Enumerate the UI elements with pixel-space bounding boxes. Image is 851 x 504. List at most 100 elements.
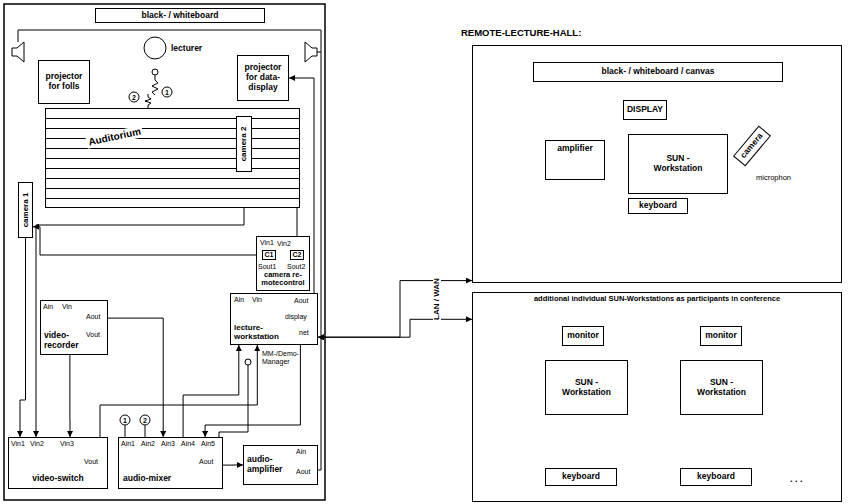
box-label: video-recorder: [44, 331, 87, 351]
box-label: camera re-motecontrol: [258, 271, 308, 288]
ellipsis-mark: . . .: [790, 475, 803, 484]
callout-number: 1: [165, 89, 169, 96]
equipment-box: keyboard: [680, 468, 752, 486]
box-label: C1: [265, 251, 274, 259]
pin-label: Vin1: [11, 440, 25, 447]
pin-label: Sout1: [258, 263, 276, 270]
person-circle: lecturer: [143, 36, 167, 60]
box-label: keyboard: [562, 472, 600, 482]
microphone-wire: [219, 365, 248, 437]
callout-circle: [140, 415, 150, 425]
pin-label: display: [285, 313, 307, 320]
signal-connector: [108, 318, 163, 437]
pin-label: Aout: [199, 458, 213, 465]
box-label: lecturer: [171, 44, 202, 54]
circle-outline: [143, 36, 167, 60]
equipment-box: camera 2: [236, 116, 252, 172]
box-label: camera: [739, 131, 766, 160]
callout-number: 1: [123, 417, 127, 424]
pin-label: Ain: [234, 296, 244, 303]
microphone-label: microphon: [756, 174, 791, 182]
manager-label: MM-/Demo-Manager: [262, 350, 296, 366]
box-label: projector for folls: [41, 72, 87, 92]
box-label: audio-mixer: [123, 474, 171, 484]
pin-label: Vin2: [30, 440, 44, 447]
box-label: video-switch: [32, 474, 83, 484]
box-label: black- / whiteboard: [142, 11, 219, 21]
pin-label: Aout: [86, 313, 100, 320]
microphone-wire: [145, 94, 151, 109]
signal-connector: [183, 345, 239, 437]
callout-circle: [129, 92, 139, 102]
equipment-box: SUN - Workstation: [545, 360, 628, 415]
pin-label: Vout: [86, 331, 100, 338]
pin-label: Ain3: [161, 440, 175, 447]
pin-label: Vin: [252, 296, 262, 303]
box-label: SUN - Workstation: [561, 378, 612, 398]
equipment-box: projector for folls: [38, 60, 90, 104]
equipment-box: camera: [733, 126, 771, 167]
signal-connector: [100, 345, 257, 437]
signal-connector: [69, 355, 70, 437]
callout-number: 2: [132, 94, 136, 101]
pin-label: Sout2: [287, 263, 305, 270]
panel-heading: REMOTE-LECTURE-HALL:: [461, 28, 581, 39]
equipment-box: keyboard: [628, 198, 688, 214]
pin-label: Vin1: [260, 239, 274, 246]
pin-label: Ain2: [141, 440, 155, 447]
callout-circle: [120, 415, 130, 425]
box-label: camera 2: [239, 127, 248, 162]
equipment-box: amplifier: [545, 140, 605, 180]
box-label: DISPLAY: [627, 105, 663, 115]
signal-connector: [36, 172, 244, 437]
equipment-box: SUN - Workstation: [680, 360, 763, 415]
equipment-box: monitor: [562, 326, 604, 346]
speaker-symbol: [305, 42, 317, 62]
input-wire: [125, 425, 145, 437]
equipment-box: projector for data-display: [237, 55, 289, 101]
callout-circle: [162, 87, 172, 97]
circle-outline: [144, 37, 166, 59]
equipment-box: keyboard: [545, 468, 617, 486]
pin-label: Ain: [296, 448, 306, 455]
equipment-box: camera 1: [18, 182, 33, 238]
equipment-box: black- / whiteboard: [95, 8, 265, 23]
pin-label: Ain5: [201, 440, 215, 447]
box-label: monitor: [567, 331, 599, 341]
pin-label: Vin2: [277, 240, 291, 247]
callout-number: 2: [143, 417, 147, 424]
pin-label: Ain: [43, 303, 53, 310]
equipment-box: monitor: [700, 326, 742, 346]
box-label: projector for data-display: [240, 63, 286, 92]
signal-connector: [33, 227, 262, 255]
panel-heading: additional individual SUN-Workstations a…: [534, 295, 780, 304]
box-label: SUN - Workstation: [651, 154, 705, 174]
equipment-box: REMOTE-LECTURE-HALL:black- / whiteboard …: [472, 45, 842, 283]
microphone-symbol: [245, 359, 251, 365]
microphone-wire: [152, 75, 158, 95]
pin-label: net: [299, 329, 309, 336]
equipment-box: C2: [290, 250, 304, 260]
pin-label: Ain1: [121, 440, 135, 447]
pin-label: Aout: [296, 468, 310, 475]
speaker-wire: [18, 30, 321, 470]
box-label: amplifier: [557, 144, 592, 154]
equipment-box: DISPLAY: [623, 100, 667, 120]
microphone-symbol: [152, 69, 158, 75]
box-label: monitor: [705, 331, 737, 341]
box-label: audio-amplifier: [247, 455, 289, 475]
pin-label: Aout: [294, 297, 308, 304]
box-label: Auditorium: [85, 125, 143, 148]
box-label: keyboard: [697, 472, 735, 482]
pin-label: Vout: [84, 458, 98, 465]
pin-label: Vin: [62, 303, 72, 310]
equipment-box: SUN - Workstation: [628, 134, 728, 194]
box-label: black- / whiteboard / canvas: [602, 67, 715, 77]
lecture-hall-frame: [4, 4, 325, 500]
speaker-symbol: [12, 42, 24, 62]
box-label: C2: [293, 251, 302, 259]
box-label: lecture-workstation: [234, 323, 287, 341]
signal-connector: [205, 345, 300, 437]
signal-connector: [20, 238, 26, 437]
equipment-box: audio-amplifier: [243, 445, 318, 485]
